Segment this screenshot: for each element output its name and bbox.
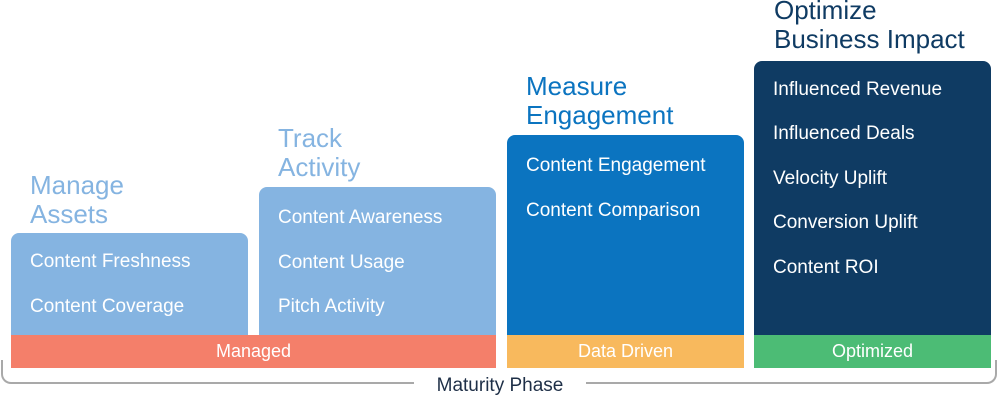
card-item: Velocity Uplift <box>773 168 888 189</box>
column-title-line: Activity <box>278 152 361 182</box>
card-item: Content Engagement <box>526 155 706 176</box>
phase-band-managed: Managed <box>11 335 496 368</box>
column-title-line: Track <box>278 123 343 153</box>
card-measure-engagement: Content Engagement Content Comparison <box>507 135 744 335</box>
column-title-manage-assets: Manage Assets <box>30 171 124 229</box>
column-title-measure-engagement: Measure Engagement <box>526 72 673 130</box>
card-item: Content Usage <box>278 252 405 273</box>
column-title-line: Business Impact <box>774 24 965 54</box>
column-title-line: Assets <box>30 199 109 229</box>
card-item: Conversion Uplift <box>773 212 918 233</box>
card-manage-assets: Content Freshness Content Coverage <box>11 233 248 335</box>
phase-band-optimized: Optimized <box>754 335 991 368</box>
card-item: Influenced Revenue <box>773 79 943 100</box>
card-optimize-business-impact: Influenced Revenue Influenced Deals Velo… <box>754 61 991 335</box>
card-item: Content Comparison <box>526 200 701 221</box>
card-item: Content Awareness <box>278 207 443 228</box>
maturity-phase-label: Maturity Phase <box>414 373 586 399</box>
column-title-line: Engagement <box>526 100 674 130</box>
card-item: Pitch Activity <box>278 296 385 317</box>
card-item: Content Coverage <box>30 296 185 317</box>
card-item: Content Freshness <box>30 251 191 272</box>
column-title-line: Measure <box>526 71 628 101</box>
column-title-track-activity: Track Activity <box>278 124 360 182</box>
phase-band-data-driven: Data Driven <box>507 335 744 368</box>
column-title-line: Manage <box>30 170 124 200</box>
column-title-line: Optimize <box>774 0 877 25</box>
card-item: Influenced Deals <box>773 123 915 144</box>
card-track-activity: Content Awareness Content Usage Pitch Ac… <box>259 187 496 335</box>
card-item: Content ROI <box>773 257 879 278</box>
column-title-optimize-business-impact: Optimize Business Impact <box>774 0 965 54</box>
